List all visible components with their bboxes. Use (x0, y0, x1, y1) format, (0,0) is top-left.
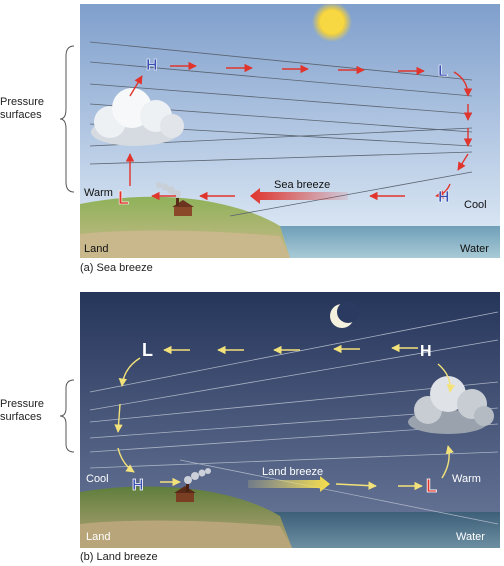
pressure-surfaces-label-a: Pressure surfaces (0, 96, 64, 122)
high-pressure-bottom: H (132, 477, 144, 494)
smoke-icon (184, 468, 211, 484)
low-pressure-top: L (438, 63, 448, 80)
high-pressure-bottom: H (438, 189, 450, 206)
pressure-label-line2: surfaces (0, 109, 42, 121)
low-pressure-top: L (142, 340, 153, 360)
brace-icon (59, 379, 75, 453)
land-label: Land (84, 243, 108, 255)
land-breeze-caption: (b) Land breeze (80, 551, 158, 563)
wind-label: Land breeze (262, 466, 323, 478)
cloud-icon (408, 376, 494, 434)
sea-breeze-diagram: H L L H Sea breeze Warm Cool Land Water (80, 4, 500, 258)
pressure-label-line2: surfaces (0, 411, 42, 423)
sea-breeze-panel: H L L H Sea breeze Warm Cool Land Water (80, 4, 500, 258)
house-icon (172, 198, 194, 216)
pressure-surfaces-label-b: Pressure surfaces (0, 398, 64, 424)
land-label: Land (86, 531, 110, 543)
sea-breeze-arrow (250, 188, 348, 204)
water-label: Water (460, 243, 489, 255)
land-breeze-panel: L H H L Land breeze Cool Warm Land Water (80, 292, 500, 548)
high-pressure-top: H (146, 57, 158, 74)
land-breeze-arrow (248, 476, 330, 492)
pressure-label-line1: Pressure (0, 96, 45, 108)
left-temperature: Cool (86, 473, 109, 485)
house-icon (174, 484, 196, 502)
sea-breeze-caption: (a) Sea breeze (80, 262, 153, 274)
low-pressure-bottom: L (426, 476, 437, 496)
moon-icon (330, 301, 359, 328)
circulation-arrows (125, 61, 473, 201)
pressure-label-line1: Pressure (0, 398, 45, 410)
water-label: Water (456, 531, 485, 543)
circulation-arrows (114, 343, 456, 491)
wind-label: Sea breeze (274, 179, 330, 191)
low-pressure-bottom: L (118, 188, 129, 208)
cloud-icon (91, 88, 184, 146)
brace-icon (59, 45, 75, 193)
right-temperature: Cool (464, 199, 487, 211)
land-breeze-diagram: L H H L Land breeze Cool Warm Land Water (80, 292, 500, 548)
left-temperature: Warm (84, 187, 113, 199)
high-pressure-top: H (420, 343, 432, 360)
right-temperature: Warm (452, 473, 481, 485)
